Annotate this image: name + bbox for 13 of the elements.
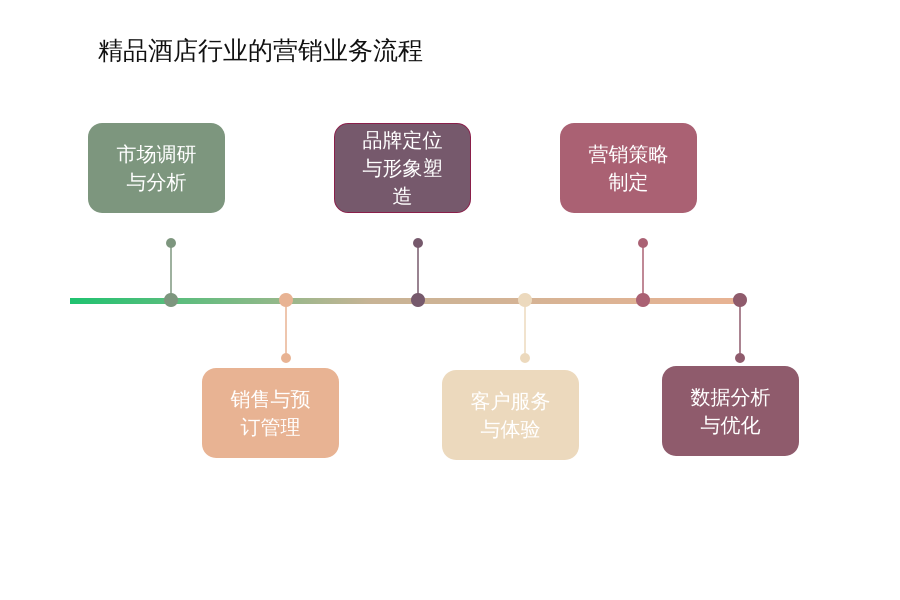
step-card bbox=[662, 366, 799, 456]
step-label: 品牌定位与形象塑造 bbox=[362, 127, 444, 210]
step-card bbox=[202, 368, 339, 458]
step-label: 数据分析与优化 bbox=[690, 384, 772, 439]
step-label: 营销策略制定 bbox=[588, 141, 670, 196]
page-title: 精品酒店行业的营销业务流程 bbox=[98, 35, 423, 67]
step-card bbox=[334, 123, 471, 213]
step-label: 销售与预订管理 bbox=[230, 386, 312, 441]
step-label: 市场调研与分析 bbox=[116, 141, 198, 196]
step-card bbox=[88, 123, 225, 213]
step-label: 客户服务与体验 bbox=[470, 388, 552, 443]
step-card bbox=[442, 370, 579, 460]
step-card bbox=[560, 123, 697, 213]
